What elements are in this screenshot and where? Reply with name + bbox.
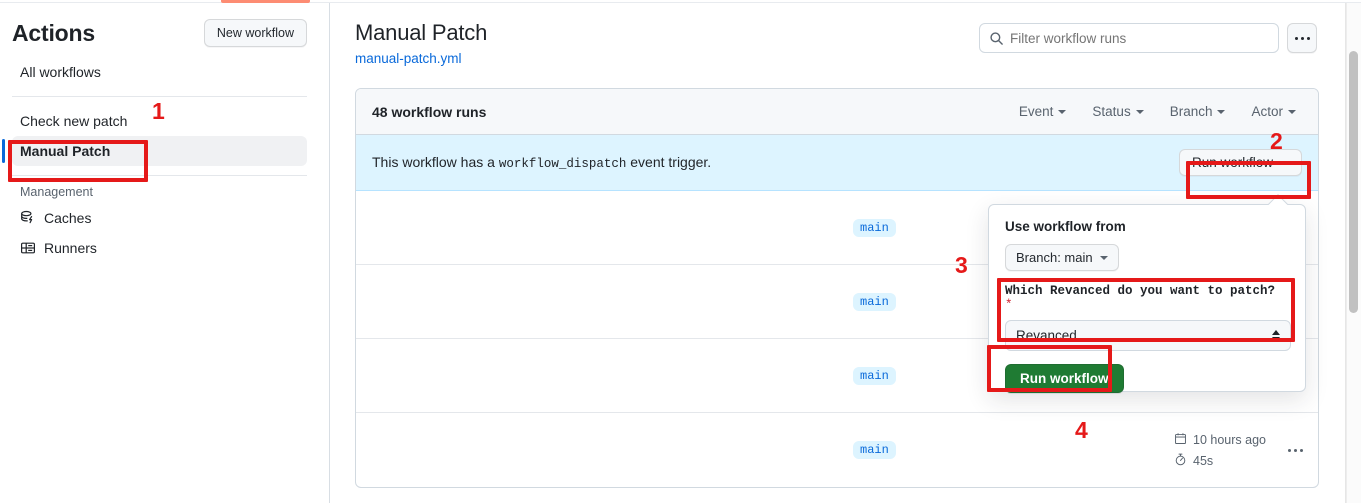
sidebar-item-label: Runners — [44, 240, 97, 256]
inner-scroll-divider — [1345, 3, 1346, 503]
workflow-dispatch-banner: This workflow has a workflow_dispatch ev… — [356, 135, 1318, 191]
kebab-dot — [1299, 448, 1303, 452]
dispatch-banner-text: This workflow has a workflow_dispatch ev… — [372, 154, 1179, 171]
row-duration: 45s — [1174, 453, 1213, 469]
branch-select-label: Branch: main — [1016, 250, 1093, 265]
search-input[interactable] — [1010, 30, 1278, 46]
input-question-label: Which Revanced do you want to patch? * — [1005, 284, 1289, 312]
kebab-dot — [1287, 448, 1291, 452]
chevron-down-icon — [1217, 109, 1226, 114]
row-meta: 10 hours ago 45s — [1174, 432, 1266, 469]
sidebar-item-check-new-patch[interactable]: Check new patch — [12, 106, 307, 136]
use-workflow-from-label: Use workflow from — [1005, 219, 1126, 234]
annotation-number-4: 4 — [1075, 417, 1088, 443]
page-heading-block: Manual Patch manual-patch.yml — [355, 19, 979, 66]
chevron-down-icon — [1099, 255, 1108, 260]
dispatch-text-before: This workflow has a — [372, 154, 495, 170]
runs-panel-header: 48 workflow runs Event Status Branch — [356, 89, 1318, 135]
top-hairline — [0, 2, 1361, 3]
header-actions — [979, 19, 1317, 53]
workflow-file-link[interactable]: manual-patch.yml — [355, 51, 462, 66]
chevron-down-icon — [1135, 109, 1144, 114]
question-text: Which Revanced do you want to patch? — [1005, 284, 1276, 298]
branch-badge[interactable]: main — [853, 441, 896, 459]
kebab-dot — [1294, 36, 1298, 40]
annotation-number-3: 3 — [955, 252, 968, 278]
duration-text: 45s — [1193, 453, 1214, 468]
stopwatch-icon — [1174, 453, 1187, 469]
sidebar-divider — [12, 96, 307, 97]
filter-actor[interactable]: Actor — [1251, 104, 1296, 119]
required-marker: * — [1005, 298, 1013, 312]
chevron-down-icon — [1288, 109, 1296, 114]
annotation-number-1: 1 — [152, 98, 165, 124]
filter-status[interactable]: Status — [1092, 104, 1144, 119]
run-workflow-button-label: Run workflow — [1191, 155, 1273, 170]
sidebar-divider — [12, 175, 307, 176]
filter-label: Branch — [1169, 104, 1213, 119]
dispatch-text-after: event trigger. — [630, 154, 712, 170]
sidebar-item-runners[interactable]: Runners — [12, 233, 307, 263]
revanced-select-value: Revanced — [1016, 328, 1077, 343]
branch-badge[interactable]: main — [853, 366, 896, 385]
table-row[interactable]: main — [356, 191, 1318, 265]
select-stepper-icon — [1272, 329, 1280, 342]
revanced-select[interactable]: Revanced — [1005, 320, 1291, 351]
kebab-dot — [1300, 36, 1304, 40]
row-timestamp: 10 hours ago — [1174, 432, 1266, 448]
run-workflow-dropdown-button[interactable]: Run workflow — [1178, 149, 1302, 176]
workflow-runs-count: 48 workflow runs — [372, 103, 487, 120]
branch-badge[interactable]: main — [853, 292, 896, 311]
kebab-dot — [1293, 448, 1297, 452]
tab-active-accent-bar — [221, 0, 310, 3]
timestamp-text: 10 hours ago — [1193, 432, 1266, 447]
filter-label: Actor — [1251, 104, 1283, 119]
page-scrollbar-track[interactable] — [1346, 3, 1361, 503]
cache-icon — [20, 210, 36, 226]
table-row[interactable]: main 10 hours ago — [356, 413, 1318, 487]
search-icon — [989, 31, 1004, 51]
sidebar-workflow-list: All workflows Check new patch Manual Pat… — [0, 57, 329, 263]
filter-label: Event — [1018, 104, 1054, 119]
search-workflow-runs[interactable] — [979, 23, 1279, 53]
header-kebab-button[interactable] — [1287, 23, 1317, 53]
main-header: Manual Patch manual-patch.yml — [331, 3, 1343, 66]
calendar-icon — [1174, 432, 1187, 448]
dropdown-body: Use workflow from Branch: main Which Rev… — [989, 205, 1305, 393]
run-workflow-submit-button[interactable]: Run workflow — [1005, 364, 1124, 393]
server-icon — [20, 240, 36, 256]
table-row[interactable]: main — [356, 265, 1318, 339]
sidebar-header: Actions New workflow — [0, 3, 329, 47]
sidebar-item-label: Manual Patch — [20, 143, 111, 159]
page-title: Manual Patch — [355, 20, 488, 45]
actions-sidebar: Actions New workflow All workflows Check… — [0, 3, 330, 503]
sidebar-title: Actions — [12, 19, 95, 46]
sidebar-item-label: All workflows — [20, 64, 101, 80]
chevron-down-icon — [1281, 160, 1289, 165]
branch-select-button[interactable]: Branch: main — [1005, 244, 1119, 271]
page-scrollbar-thumb[interactable] — [1349, 51, 1358, 313]
runs-filters: Event Status Branch Actor — [1019, 104, 1302, 119]
dispatch-event-code: workflow_dispatch — [498, 157, 627, 171]
filter-event[interactable]: Event — [1019, 104, 1067, 119]
row-kebab-button[interactable] — [1286, 448, 1304, 452]
sidebar-section-management: Management — [20, 185, 93, 199]
filter-branch[interactable]: Branch — [1170, 104, 1226, 119]
chevron-down-icon — [1058, 109, 1067, 114]
new-workflow-button[interactable]: New workflow — [203, 19, 307, 47]
annotation-number-2: 2 — [1270, 128, 1283, 154]
run-workflow-dropdown-panel: Use workflow from Branch: main Which Rev… — [988, 194, 1306, 393]
sidebar-item-manual-patch[interactable]: Manual Patch — [2, 136, 307, 166]
sidebar-item-label: Check new patch — [20, 113, 128, 129]
sidebar-item-label: Caches — [44, 210, 92, 226]
filter-label: Status — [1092, 104, 1131, 119]
kebab-dot — [1306, 36, 1310, 40]
sidebar-item-all-workflows[interactable]: All workflows — [12, 57, 307, 87]
sidebar-item-caches[interactable]: Caches — [12, 203, 307, 233]
branch-badge[interactable]: main — [853, 218, 896, 237]
